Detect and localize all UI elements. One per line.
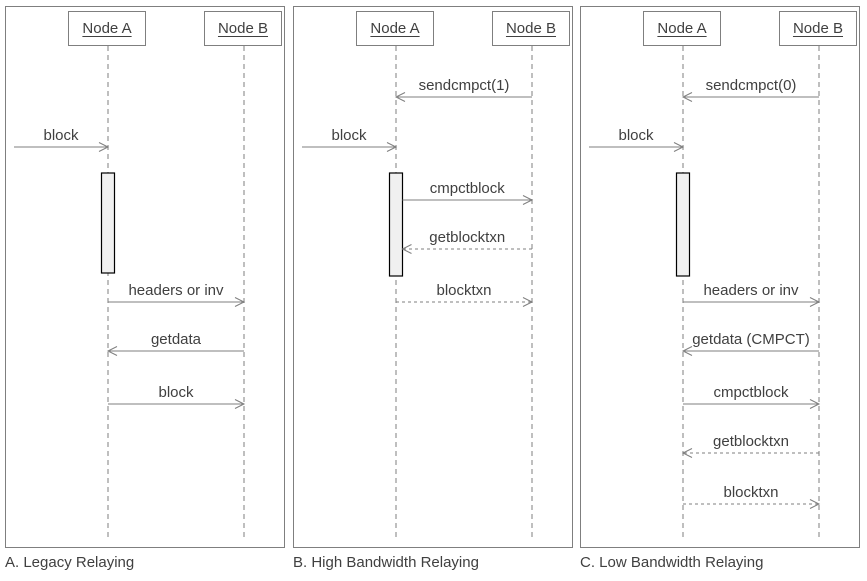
message-label-getblocktxn: getblocktxn [429,229,505,246]
actor-box-node-b: Node B [779,11,857,46]
arrow-head-icon [681,92,693,102]
activation-bar [388,172,404,277]
message-label-cmpctblock: cmpctblock [430,180,506,197]
arrow-head-icon [809,399,821,409]
message-label-blocktxn: blocktxn [723,484,778,501]
arrow-head-icon [522,297,534,307]
message-label-getdata-cmpct-: getdata (CMPCT) [692,331,810,348]
actor-box-node-a: Node A [643,11,721,46]
actor-box-node-b: Node B [204,11,282,46]
arrow-head-icon [394,92,406,102]
message-label-headers-or-inv: headers or inv [128,282,224,299]
message-label-headers-or-inv: headers or inv [703,282,799,299]
arrow-head-icon [234,399,246,409]
message-label-block: block [43,127,79,144]
panel-b-high-bandwidth: sendcmpct(1) block cmpctblock getblocktxn bl… [293,6,573,548]
message-label-blocktxn: blocktxn [436,282,491,299]
arrow-head-icon [234,297,246,307]
actor-label-node-a: Node A [82,20,132,37]
message-label-block: block [618,127,654,144]
arrow-head-icon [681,448,693,458]
panel-a-legacy: block headers or inv getdata block Node A Nod… [5,6,285,548]
panel-caption-b-high-bandwidth: B. High Bandwidth Relaying [293,554,479,571]
arrow-head-icon [809,499,821,509]
arrow-head-icon [106,346,118,356]
arrow-head-icon [522,195,534,205]
actor-label-node-a: Node A [657,20,707,37]
panel-c-low-bandwidth-drawing: sendcmpct(0) block headers or inv getdata (… [589,46,821,540]
arrow-head-icon [681,346,693,356]
arrow-head-icon [401,244,412,254]
panel-caption-a-legacy: A. Legacy Relaying [5,554,135,571]
actor-label-node-b: Node B [792,20,844,37]
actor-box-node-b: Node B [492,11,570,46]
actor-label-node-a: Node A [370,20,420,37]
arrow-head-icon [386,142,398,152]
panel-b-high-bandwidth-drawing: sendcmpct(1) block cmpctblock getblocktxn bl… [302,46,534,540]
actor-label-node-b: Node B [217,20,269,37]
actor-label-node-b: Node B [505,20,557,37]
panel-a-legacy-drawing: block headers or inv getdata block [14,46,246,540]
message-label-block: block [158,384,194,401]
panel-c-low-bandwidth: sendcmpct(0) block headers or inv getdata (… [580,6,860,548]
panel-caption-c-low-bandwidth: C. Low Bandwidth Relaying [580,554,764,571]
message-label-sendcmpct-1-: sendcmpct(1) [419,77,510,94]
message-label-sendcmpct-0-: sendcmpct(0) [706,77,797,94]
activation-bar [100,172,116,274]
message-label-block: block [331,127,367,144]
arrow-head-icon [809,297,821,307]
message-label-getblocktxn: getblocktxn [713,433,789,450]
actor-box-node-a: Node A [68,11,146,46]
arrow-head-icon [673,142,685,152]
message-label-cmpctblock: cmpctblock [713,384,789,401]
message-label-getdata: getdata [151,331,202,348]
arrow-head-icon [98,142,110,152]
activation-bar [675,172,691,277]
actor-box-node-a: Node A [356,11,434,46]
